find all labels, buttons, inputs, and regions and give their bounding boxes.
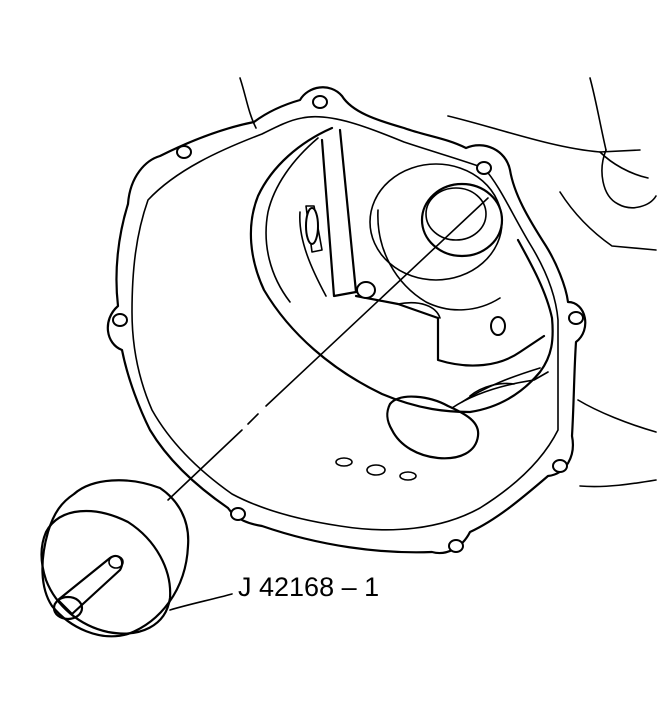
engine-block-outline bbox=[239, 77, 657, 488]
vent-holes bbox=[335, 457, 417, 481]
seal-installer-tool bbox=[40, 479, 233, 638]
tool-callout-label: J 42168 – 1 bbox=[238, 572, 379, 602]
flange-bolt-holes bbox=[112, 95, 584, 553]
housing-cavity bbox=[249, 126, 554, 460]
installation-center-line bbox=[167, 197, 489, 501]
